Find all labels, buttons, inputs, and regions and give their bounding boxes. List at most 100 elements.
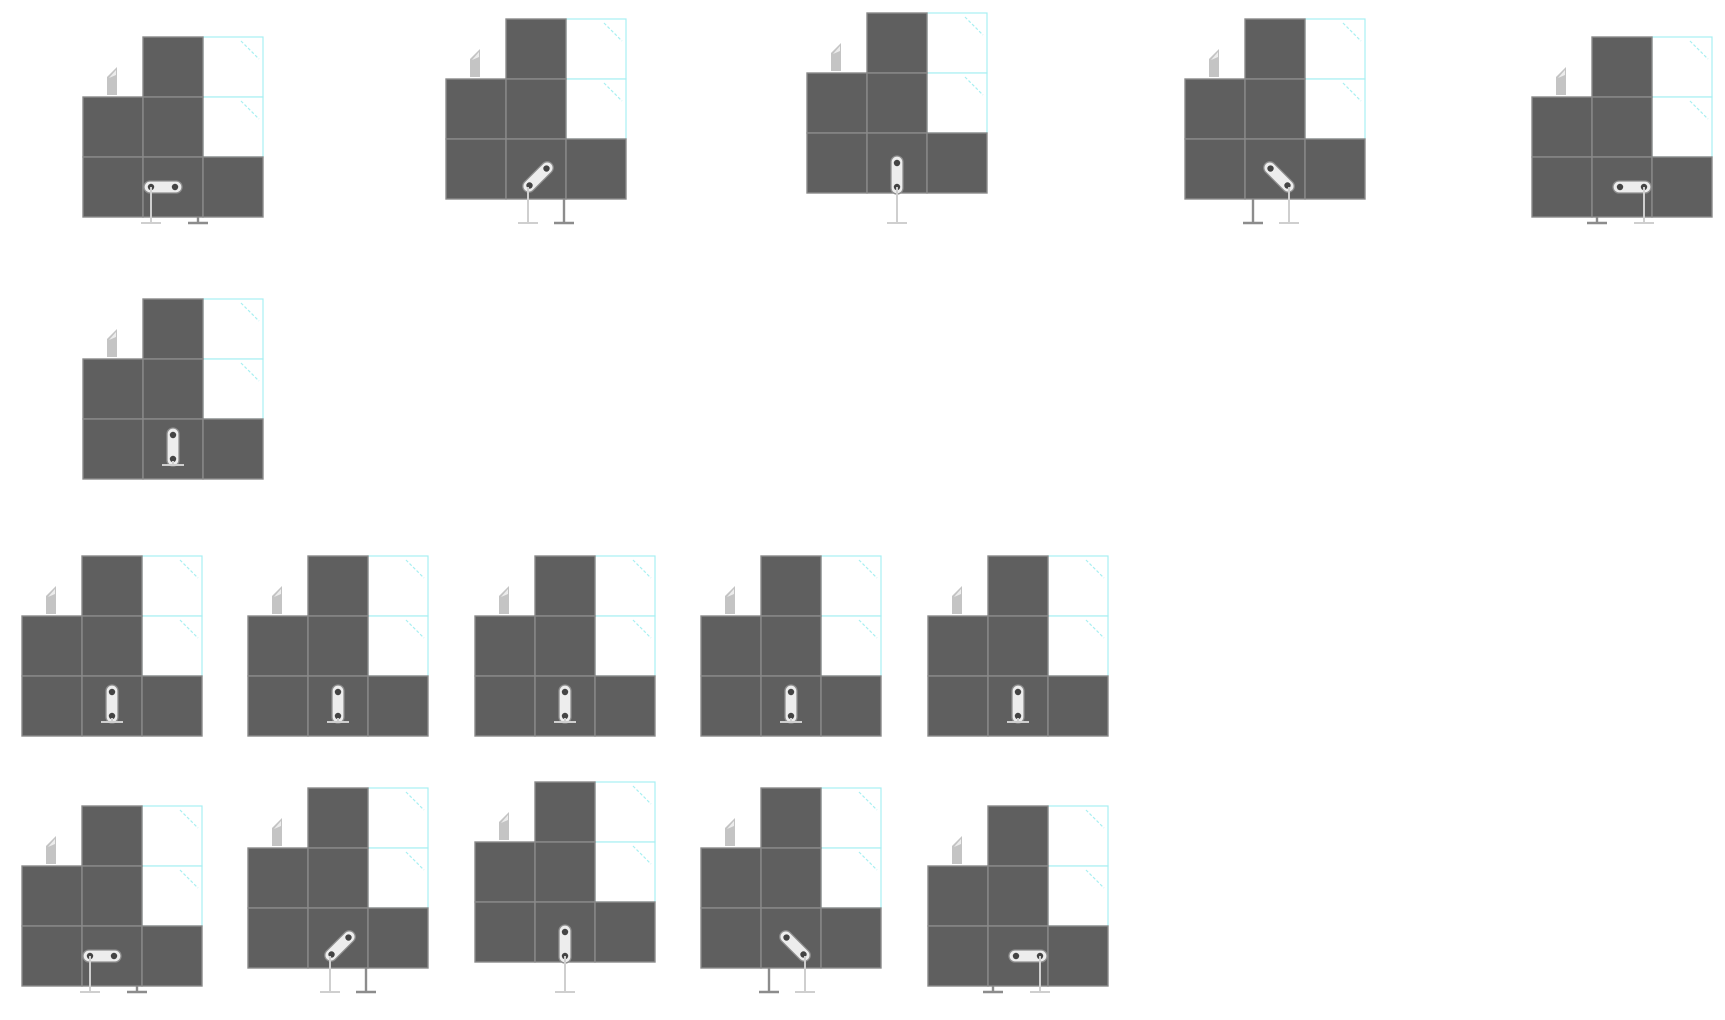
pivot-joint-icon [1284, 182, 1291, 189]
pivot-joint-icon [1014, 688, 1022, 696]
metal-block-cell [142, 36, 204, 98]
metal-block-cell [445, 138, 507, 200]
glass-glint [405, 851, 425, 871]
glass-cell [820, 555, 882, 617]
foot-icon [127, 986, 147, 994]
spike-highlight [109, 70, 116, 78]
metal-block-cell [21, 865, 83, 927]
fin-spike-icon [952, 586, 962, 614]
pivot-joint-icon [110, 952, 118, 960]
spike-highlight [472, 52, 479, 60]
robot-sprite-frame [700, 555, 882, 737]
foot-icon [795, 956, 815, 993]
glass-cell [202, 36, 264, 98]
glass-glint [1342, 22, 1362, 42]
glass-glint [1689, 40, 1709, 60]
metal-block-cell [82, 156, 144, 218]
linkage-arm-icon [143, 180, 183, 194]
glass-cell [367, 615, 429, 677]
linkage-arm-icon [522, 161, 554, 193]
pivot-joint-icon [334, 712, 342, 720]
robot-sprite-frame [806, 12, 988, 224]
linkage-arm-icon [784, 684, 798, 724]
pivot-joint-icon [1616, 183, 1624, 191]
metal-block-cell [866, 72, 928, 134]
linkage-arm-icon [105, 684, 119, 724]
pivot-joint-icon [787, 712, 795, 720]
spike-highlight [274, 821, 281, 829]
pivot-joint-icon [108, 712, 116, 720]
glass-glint [240, 40, 260, 60]
metal-block-cell [307, 847, 369, 909]
robot-sprite-frame [247, 787, 429, 994]
glass-cell [820, 787, 882, 849]
fin-spike-icon [272, 586, 282, 614]
foot-icon [518, 187, 538, 224]
linkage-body [1612, 180, 1652, 194]
glass-cell [141, 615, 203, 677]
metal-block-cell [534, 555, 596, 617]
metal-block-cell [142, 298, 204, 360]
metal-block-cell [534, 615, 596, 677]
glass-glint [179, 869, 199, 889]
metal-block-cell [1531, 156, 1593, 218]
glass-glint [405, 791, 425, 811]
metal-block-cell [760, 847, 822, 909]
linkage-body [143, 180, 183, 194]
metal-block-cell [247, 615, 309, 677]
glass-glint [858, 559, 878, 579]
metal-block-cell [987, 805, 1049, 867]
glass-cell [594, 555, 656, 617]
glass-glint [1085, 559, 1105, 579]
fin-spike-icon [725, 586, 735, 614]
metal-block-cell [474, 675, 536, 737]
metal-block-cell [565, 138, 627, 200]
metal-block-cell [1184, 78, 1246, 140]
glass-glint [964, 76, 984, 96]
glass-cell [1047, 615, 1109, 677]
foot-icon [1243, 199, 1263, 225]
glass-glint [405, 619, 425, 639]
spike-highlight [1558, 70, 1565, 78]
robot-sprite-frame [445, 18, 627, 225]
metal-block-cell [927, 925, 989, 987]
metal-block-cell [700, 615, 762, 677]
metal-block-cell [987, 555, 1049, 617]
glass-cell [594, 841, 656, 903]
glass-cell [1651, 36, 1713, 98]
glass-cell [367, 847, 429, 909]
fin-spike-icon [725, 818, 735, 846]
glass-cell [202, 358, 264, 420]
foot-icon [1587, 217, 1607, 225]
metal-block-cell [1244, 78, 1306, 140]
metal-block-cell [82, 418, 144, 480]
pivot-joint-icon [561, 712, 569, 720]
glass-glint [240, 100, 260, 120]
fin-spike-icon [1556, 67, 1566, 95]
foot-icon [320, 956, 340, 993]
spike-highlight [833, 46, 840, 54]
linkage-arm-icon [166, 427, 180, 467]
fin-spike-icon [499, 586, 509, 614]
glass-glint [1085, 869, 1105, 889]
metal-block-cell [1244, 18, 1306, 80]
metal-block-cell [1591, 96, 1653, 158]
spike-highlight [501, 815, 508, 823]
foot-icon [555, 956, 575, 993]
glass-cell [820, 847, 882, 909]
metal-block-cell [594, 675, 656, 737]
foot-icon [141, 187, 161, 224]
metal-block-cell [505, 18, 567, 80]
fin-spike-icon [46, 836, 56, 864]
glass-glint [179, 809, 199, 829]
metal-block-cell [1184, 138, 1246, 200]
linkage-arm-icon [558, 684, 572, 724]
pivot-joint-icon [1267, 165, 1274, 172]
metal-block-cell [142, 96, 204, 158]
metal-block-cell [806, 132, 868, 194]
metal-block-cell [820, 675, 882, 737]
robot-sprite-frame [927, 555, 1109, 737]
robot-sprite-frame [700, 787, 882, 994]
linkage-body [1008, 949, 1048, 963]
robot-sprite-frame [21, 805, 203, 994]
